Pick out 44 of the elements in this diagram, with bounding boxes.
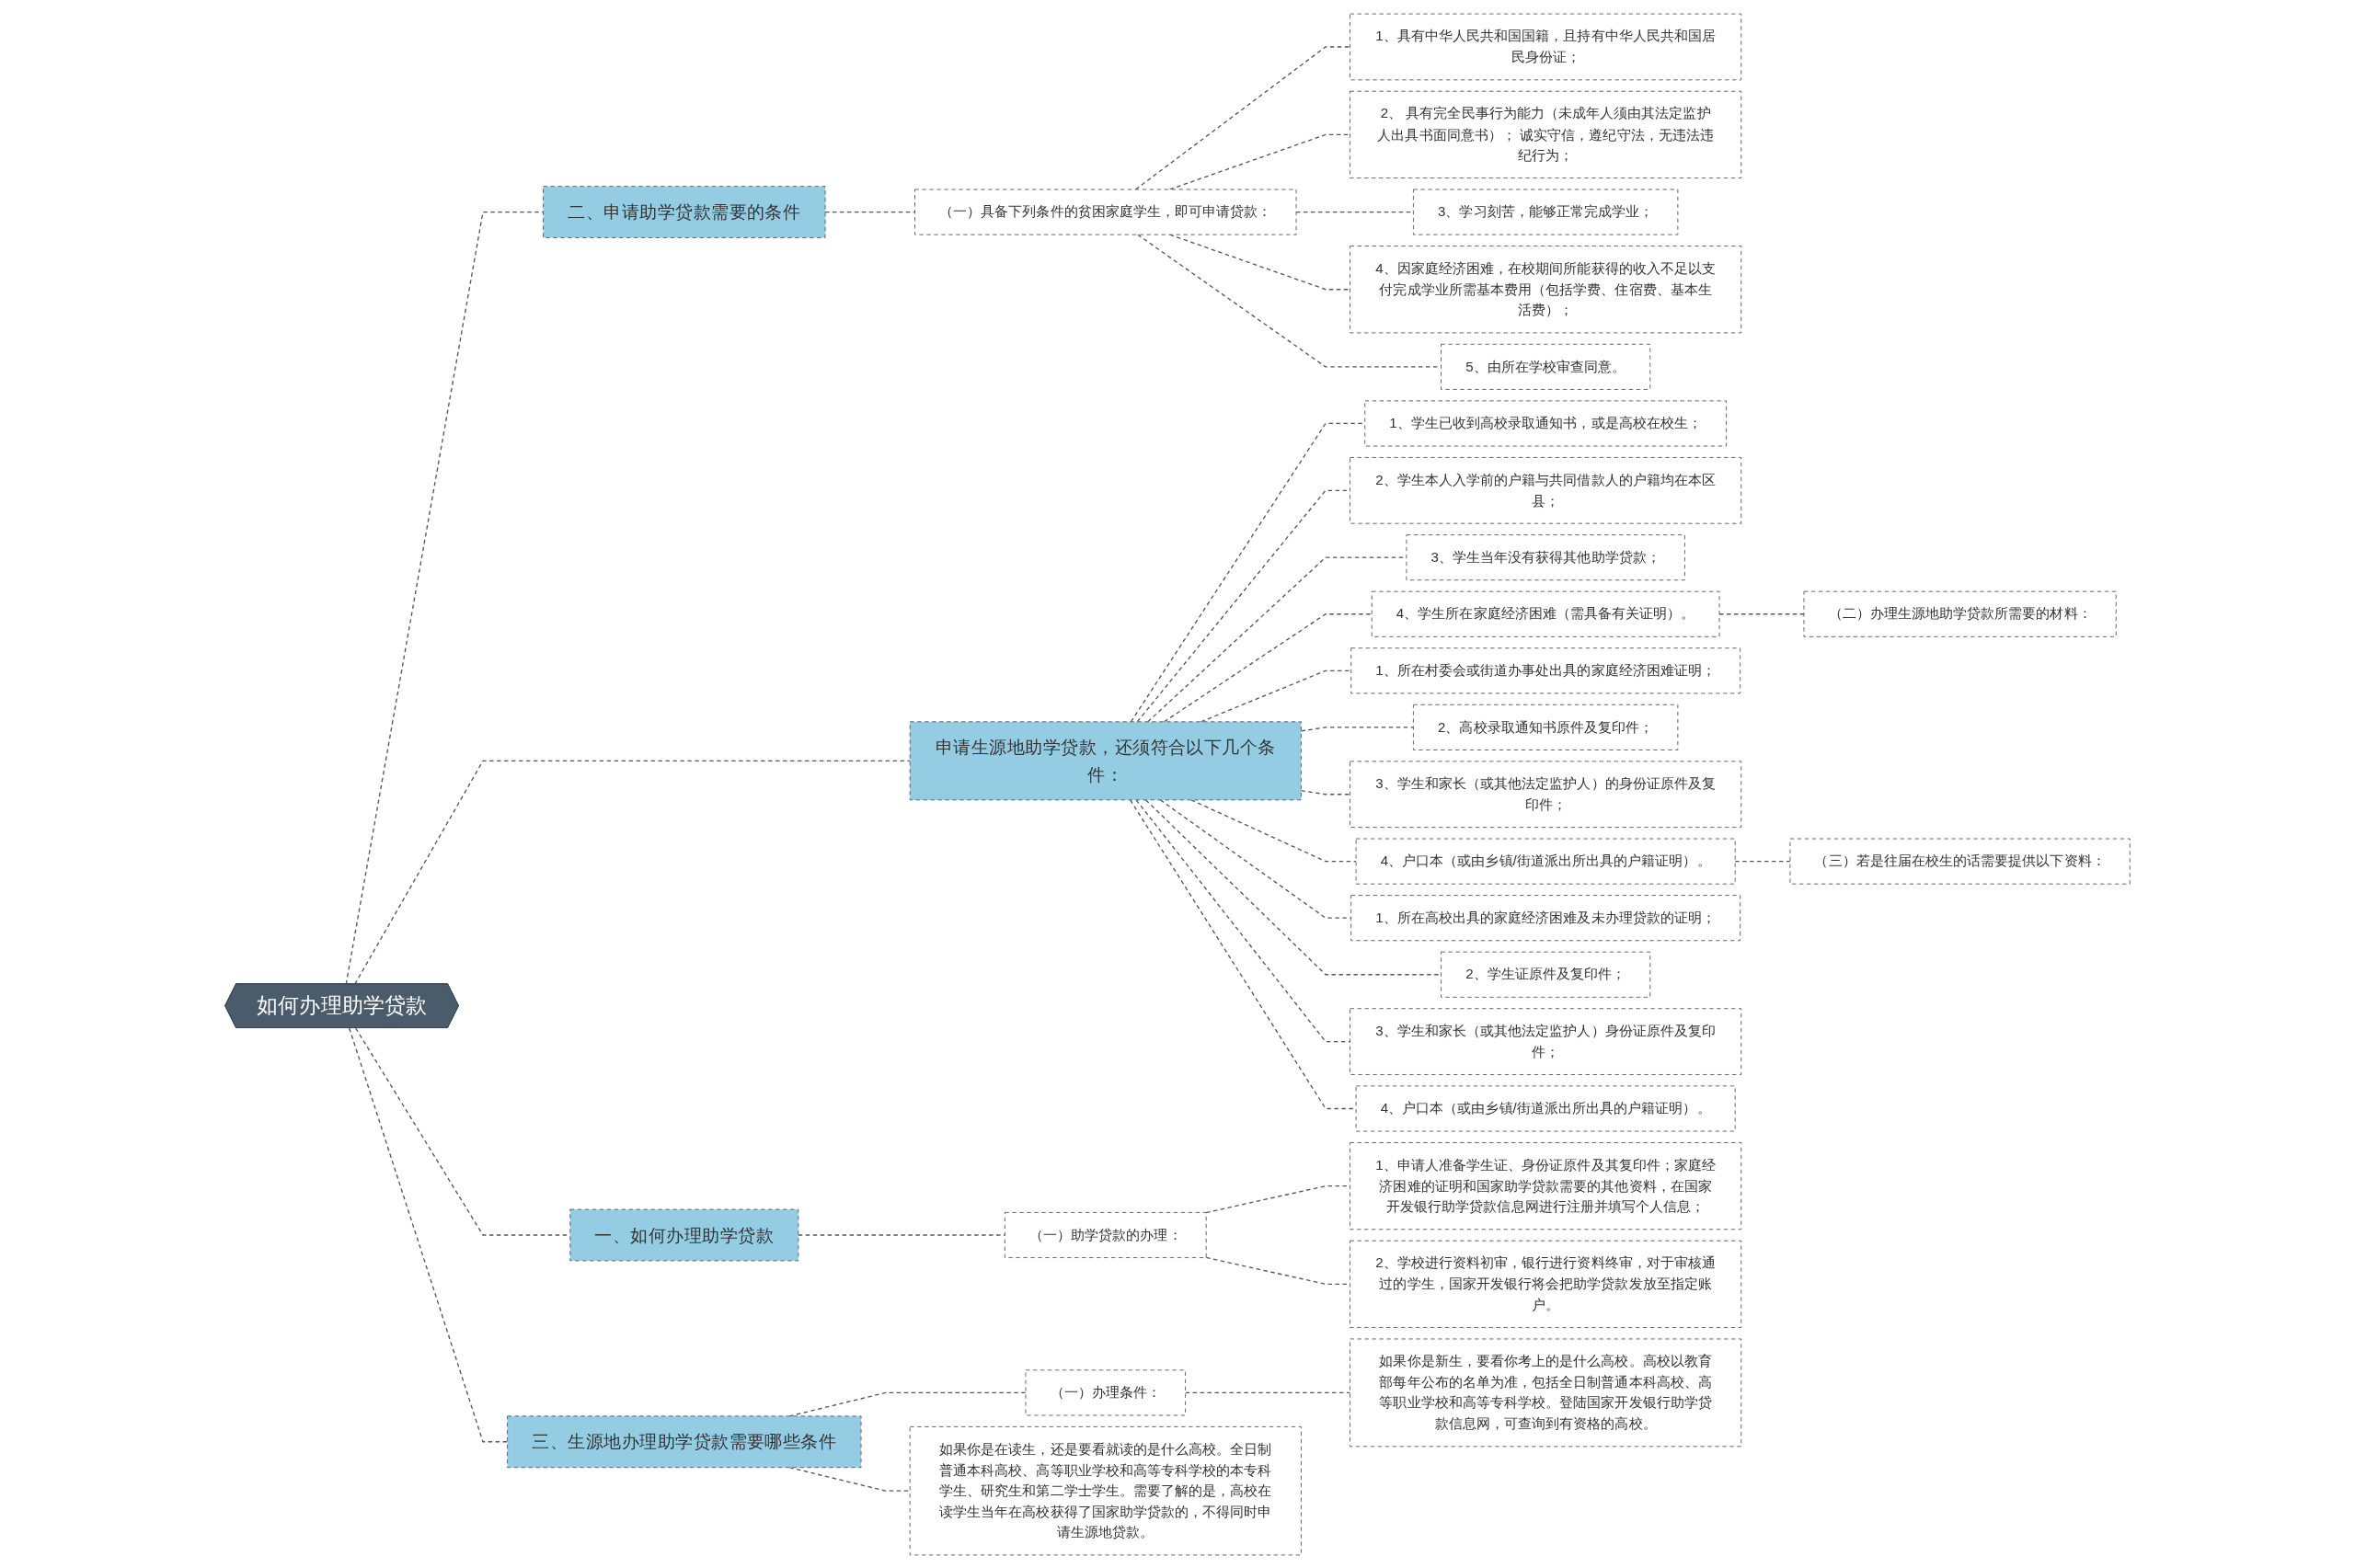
node-box: 1、学生已收到高校录取通知书，或是高校在校生；: [1364, 399, 1728, 446]
connector: [1163, 612, 1373, 722]
node-box: 2、学生本人入学前的户籍与共同借款人的户籍均在本区县；: [1350, 456, 1742, 524]
node-box: 4、户口本（或由乡镇/街道派出所出具的户籍证明）。: [1355, 1084, 1736, 1131]
node-box: 1、申请人准备学生证、身份证原件及其复印件；家庭经济困难的证明和国家助学贷款需要的其他资料，在国家开发银行助学贷款信息网进行注册并填写个人信息；: [1350, 1141, 1742, 1230]
node-box: 3、学生和家长（或其他法定监护人）的身份证原件及复印件；: [1350, 760, 1742, 828]
node-box: 2、 具有完全民事行为能力（未成年人须由其法定监护人出具书面同意书）； 诚实守信，遵纪守法，无违法违纪行为；: [1350, 90, 1742, 178]
node-box: （二）办理生源地助学贷款所需要的材料：: [1803, 590, 2117, 637]
node-box: 4、学生所在家庭经济困难（需具备有关证明）。: [1371, 590, 1720, 637]
node-box: 二、申请助学贷款需要的条件: [543, 185, 826, 238]
connector: [349, 1026, 509, 1442]
node-box: 3、学习刻苦，能够正常完成学业；: [1413, 189, 1679, 235]
node-box: 三、生源地办理助学贷款需要哪些条件: [507, 1414, 862, 1468]
connector: [1130, 798, 1357, 1109]
node-box: 5、由所在学校审查同意。: [1441, 343, 1651, 390]
node-box: 1、具有中华人民共和国国籍，且持有中华人民共和国居民身份证；: [1350, 13, 1742, 80]
connector: [354, 760, 911, 985]
node-box: （一）助学贷款的办理：: [1004, 1211, 1207, 1258]
connector: [1300, 726, 1415, 732]
connector: [824, 211, 916, 212]
connector: [1190, 798, 1357, 862]
node-box: （三）若是往届在校生的话需要提供以下资料：: [1789, 838, 2131, 885]
node-box: 1、所在高校出具的家庭经济困难及未办理贷款的证明；: [1350, 894, 1741, 941]
node-box: 如果你是新生，要看你考上的是什么高校。高校以教育部每年公布的名单为准，包括全日制普通本科高校、高等职业学校和高等专科学校。登陆国家开发银行助学贷款信息网，可查询到有资格的高校。: [1350, 1338, 1742, 1447]
connector: [1134, 45, 1351, 190]
node-box: 4、因家庭经济困难，在校期间所能获得的收入不足以支付完成学业所需基本费用（包括学费、住宿费、基本生活费）；: [1350, 245, 1742, 333]
connector: [1718, 612, 1805, 614]
node-box: 3、学生和家长（或其他法定监护人）身份证原件及复印件；: [1350, 1007, 1742, 1075]
node-box: 一、如何办理助学贷款: [569, 1208, 799, 1261]
connector: [1184, 1391, 1351, 1393]
node-box: 如果你是在读生，还是要看就读的是什么高校。全日制普通本科高校、高等职业学校和高等专科学校的本专科学生、研究生和第二学士学生。需要了解的是，高校在读学生当年在高校获得了国家助学贷款的，不得同时申请生源地贷款。: [909, 1425, 1302, 1555]
node-box: 4、户口本（或由乡镇/街道派出所出具的户籍证明）。: [1355, 838, 1736, 885]
node-box: 2、学生证原件及复印件；: [1441, 951, 1651, 998]
node-box: 2、学校进行资料初审，银行进行资料终审，对于审核通过的学生，国家开发银行将会把助学贷款发放至指定账户。: [1350, 1240, 1742, 1328]
connector: [1136, 489, 1351, 722]
node-box: 3、学生当年没有获得其他助学贷款；: [1406, 533, 1685, 580]
connector: [1135, 798, 1351, 1042]
connector: [1734, 860, 1791, 862]
connector: [1300, 789, 1351, 795]
node-box: 1、所在村委会或街道办事处出具的家庭经济困难证明；: [1350, 647, 1741, 693]
node-box: （一）具备下列条件的贫困家庭学生，即可申请贷款：: [914, 189, 1297, 235]
node-box: 申请生源地助学贷款，还须符合以下几个条件：: [909, 720, 1302, 800]
node-box: 2、高校录取通知书原件及复印件；: [1413, 704, 1679, 750]
node-box: （一）办理条件：: [1025, 1368, 1187, 1415]
